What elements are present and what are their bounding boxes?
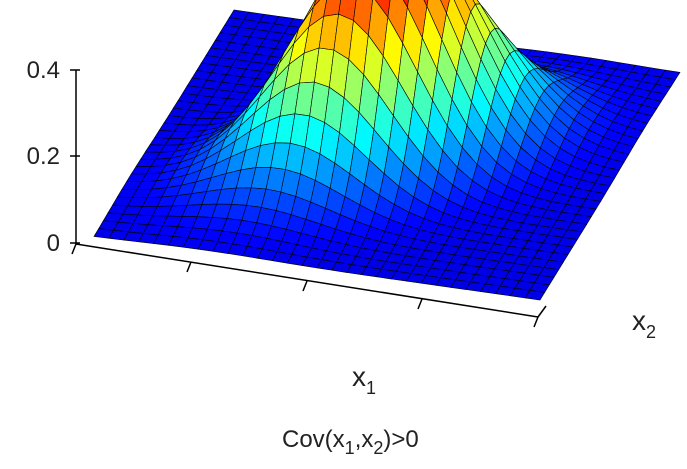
x1-tick-3	[417, 298, 423, 310]
x2-axis-line	[537, 305, 547, 318]
x1-tick-4	[533, 316, 539, 328]
z-tick-label-0: 0	[47, 230, 60, 257]
z-tick-label-1: 0.2	[27, 143, 60, 170]
x1-axis-label: x1	[352, 361, 376, 398]
chart-caption: Cov(x1,x2)>0	[282, 426, 419, 458]
z-tick-label-2: 0.4	[27, 57, 60, 84]
x1-tick-1	[186, 261, 192, 273]
x1-axis-line	[75, 243, 539, 318]
surface-mesh	[93, 0, 681, 301]
x2-axis-label: x2	[632, 305, 656, 342]
x1-tick-2	[302, 280, 308, 292]
surface-patch	[524, 289, 546, 301]
x1-tick-0	[71, 243, 77, 255]
surface-patch	[313, 0, 321, 7]
